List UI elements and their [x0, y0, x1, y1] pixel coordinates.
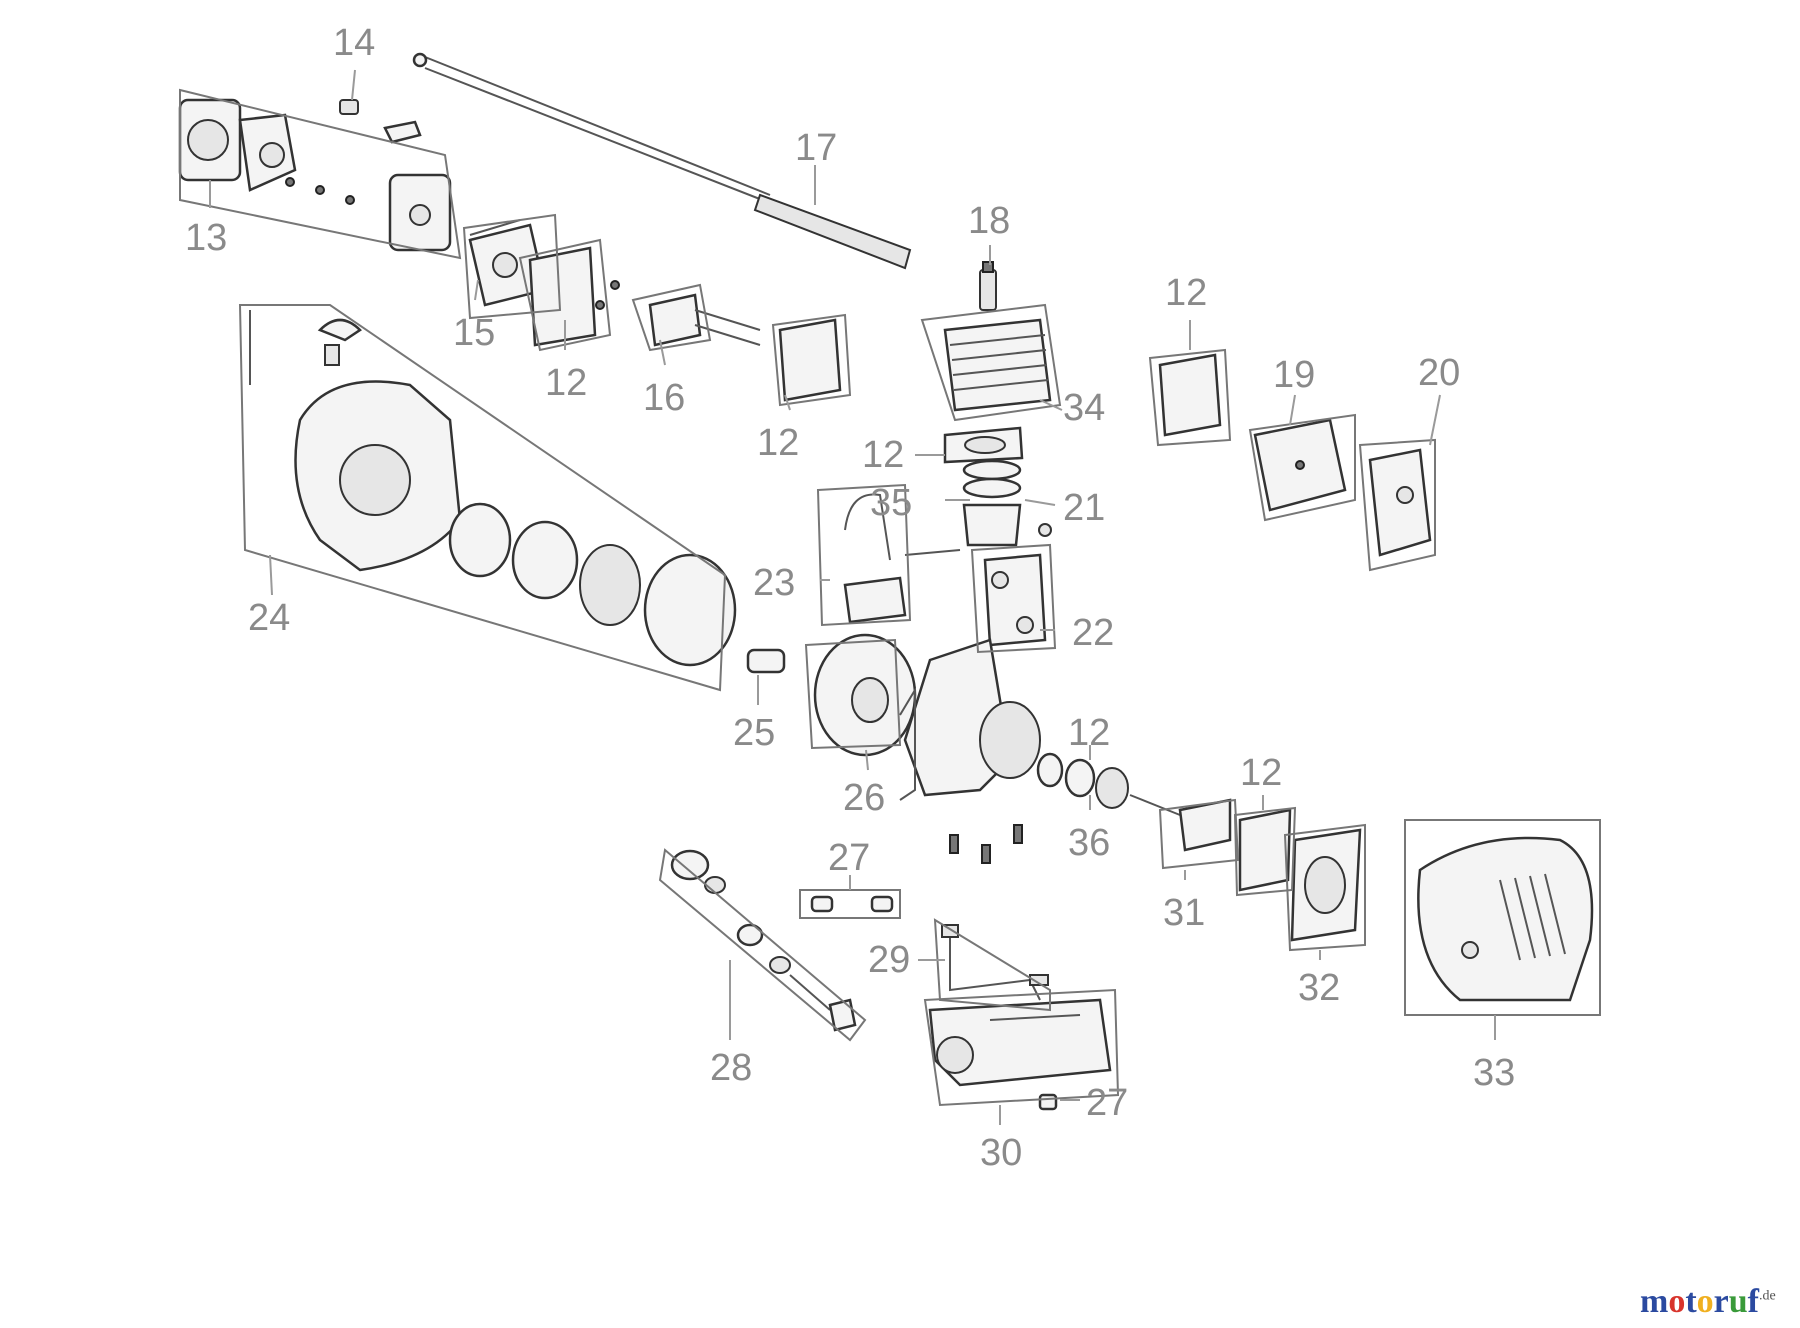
throttle-cable-drawing: [412, 52, 912, 270]
bearing-drawing: [1036, 752, 1129, 809]
part-label-32: 32: [1298, 967, 1340, 1009]
part-label-35: 35: [870, 482, 912, 524]
cylinder-drawing: [943, 261, 1052, 412]
part-label-14: 14: [333, 22, 375, 64]
part-label-12-intake: 12: [545, 362, 587, 404]
crankcase-drawing: [899, 638, 1041, 864]
connecting-rod-drawing: [983, 553, 1047, 647]
motoruf-watermark: motoruf.de: [1640, 1283, 1776, 1321]
part-label-26: 26: [843, 777, 885, 819]
watermark-letter-o2: o: [1696, 1283, 1714, 1320]
callout-lines: [209, 69, 1496, 1125]
part-label-34: 34: [1063, 387, 1105, 429]
part-labels: 14 13 17 15 12 16 12 18 12 34 12 19 20 3…: [185, 22, 1515, 1174]
part-label-18: 18: [968, 200, 1010, 242]
part-label-16: 16: [643, 377, 685, 419]
ignition-coil-drawing: [843, 493, 961, 624]
part-label-27-bottom: 27: [1086, 1082, 1128, 1124]
air-filter-drawing: [178, 98, 452, 252]
part-label-12-crankcase: 12: [1068, 712, 1110, 754]
part-label-30: 30: [980, 1132, 1022, 1174]
part-label-22: 22: [1072, 612, 1114, 654]
watermark-letter-r: r: [1713, 1283, 1729, 1320]
part-label-15: 15: [453, 312, 495, 354]
part-label-25: 25: [733, 712, 775, 754]
part-label-21: 21: [1063, 487, 1105, 529]
part-label-19: 19: [1273, 354, 1315, 396]
intake-manifold-drawing: [595, 280, 761, 347]
part-label-13: 13: [185, 217, 227, 259]
part-label-27-top: 27: [828, 837, 870, 879]
part-label-29: 29: [868, 939, 910, 981]
part-label-31: 31: [1163, 892, 1205, 934]
watermark-letter-m: m: [1640, 1283, 1669, 1320]
watermark-suffix: .de: [1759, 1288, 1776, 1304]
recoil-starter-drawing: [249, 310, 737, 667]
grommet-drawing: [810, 895, 1058, 1111]
part-label-28: 28: [710, 1047, 752, 1089]
part-label-17: 17: [795, 127, 837, 169]
engine-cover-drawing: [1417, 836, 1594, 1002]
part-label-20: 20: [1418, 352, 1460, 394]
watermark-letter-t: t: [1685, 1283, 1697, 1320]
part-label-36: 36: [1068, 822, 1110, 864]
fuel-tank-drawing: [928, 998, 1112, 1087]
part-label-12-manifold: 12: [757, 422, 799, 464]
spacer-drawing: [746, 648, 786, 674]
muffler-drawing: [1253, 418, 1432, 557]
part-label-12-muffler: 12: [1165, 272, 1207, 314]
part-label-33: 33: [1473, 1052, 1515, 1094]
part-label-12-clutch: 12: [1240, 752, 1282, 794]
watermark-letter-u: u: [1728, 1283, 1748, 1320]
choke-lever-drawing: [339, 99, 422, 144]
piston-drawing: [962, 459, 1052, 547]
watermark-letter-o1: o: [1668, 1283, 1686, 1320]
group-frames: [179, 88, 1601, 1107]
clutch-housing-drawing: [1238, 808, 1362, 942]
part-label-23: 23: [753, 562, 795, 604]
fuel-line-drawing: [941, 924, 1049, 1001]
gasket-drawings: [528, 246, 1222, 464]
watermark-letter-f: f: [1747, 1283, 1759, 1320]
part-label-12-cylinder: 12: [862, 434, 904, 476]
part-label-24: 24: [248, 597, 290, 639]
